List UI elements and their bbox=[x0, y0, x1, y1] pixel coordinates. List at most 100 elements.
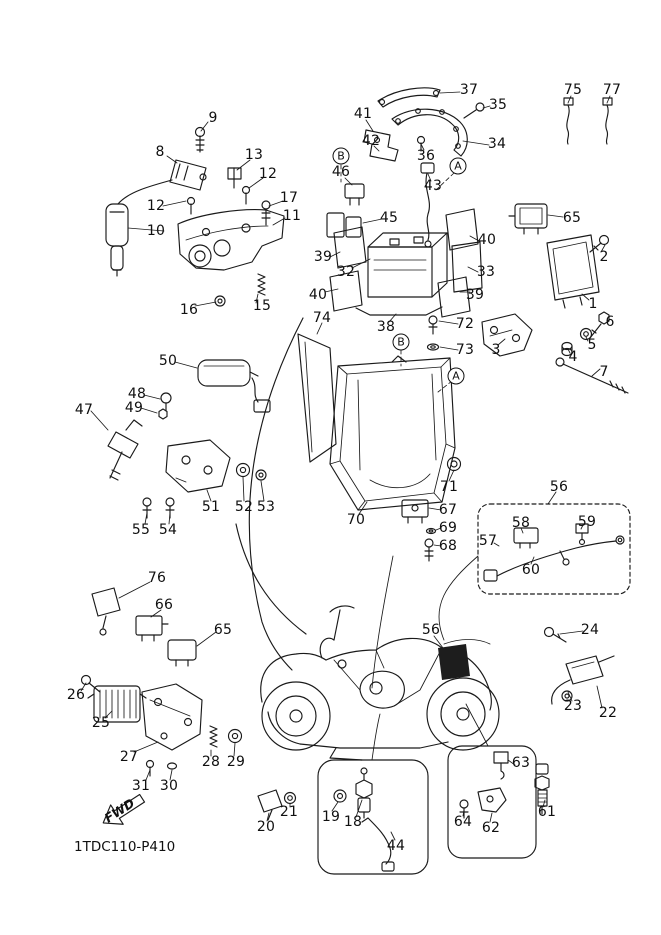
part-number-label: 66 bbox=[154, 597, 174, 613]
part-number-label: 61 bbox=[537, 804, 557, 820]
part-number-label: 48 bbox=[127, 386, 147, 402]
sensor-detail-box bbox=[447, 745, 550, 859]
part-number-label: 17 bbox=[279, 190, 299, 206]
leader-lines bbox=[80, 91, 611, 841]
part-number-label: 44 bbox=[386, 838, 406, 854]
part-number-label: 26 bbox=[66, 687, 86, 703]
part-number-label: 32 bbox=[336, 264, 356, 280]
part-number-label: 56 bbox=[421, 622, 441, 638]
part-number-label: 52 bbox=[234, 499, 254, 515]
wire-harness-detail-box bbox=[477, 503, 631, 595]
part-number-label: 46 bbox=[331, 164, 351, 180]
part-number-label: 2 bbox=[599, 249, 609, 265]
part-number-label: 16 bbox=[179, 302, 199, 318]
part-number-label: 20 bbox=[256, 819, 276, 835]
part-number-label: 25 bbox=[91, 715, 111, 731]
part-number-label: 74 bbox=[312, 310, 332, 326]
part-number-label: 10 bbox=[146, 223, 166, 239]
part-number-label: 22 bbox=[598, 705, 618, 721]
part-number-label: 29 bbox=[226, 754, 246, 770]
part-number-label: 57 bbox=[478, 533, 498, 549]
part-number-label: 43 bbox=[423, 178, 443, 194]
part-number-label: 47 bbox=[74, 402, 94, 418]
part-number-label: 72 bbox=[455, 316, 475, 332]
part-number-label: 12 bbox=[146, 198, 166, 214]
part-number-label: 35 bbox=[488, 97, 508, 113]
ref-marker-b: B bbox=[392, 333, 410, 351]
part-number-label: 60 bbox=[521, 562, 541, 578]
part-number-label: 39 bbox=[465, 287, 485, 303]
part-number-label: 36 bbox=[416, 148, 436, 164]
part-number-label: 56 bbox=[549, 479, 569, 495]
part-number-label: 37 bbox=[459, 82, 479, 98]
part-number-label: 40 bbox=[308, 287, 328, 303]
battery-assembly bbox=[326, 87, 485, 351]
part-number-label: 1 bbox=[588, 296, 598, 312]
part-number-label: 59 bbox=[577, 514, 597, 530]
cdi-and-fasteners bbox=[481, 97, 629, 394]
part-number-label: 4 bbox=[568, 349, 578, 365]
part-number-label: 24 bbox=[580, 622, 600, 638]
part-number-label: 5 bbox=[587, 337, 597, 353]
part-number-label: 39 bbox=[313, 249, 333, 265]
part-number-label: 70 bbox=[346, 512, 366, 528]
diagram-code: 1TDC110-P410 bbox=[74, 839, 176, 855]
part-number-label: 12 bbox=[258, 166, 278, 182]
part-number-label: 49 bbox=[124, 400, 144, 416]
part-number-label: 3 bbox=[491, 342, 501, 358]
part-number-label: 33 bbox=[476, 264, 496, 280]
part-number-label: 45 bbox=[379, 210, 399, 226]
part-number-label: 64 bbox=[453, 814, 473, 830]
part-number-label: 58 bbox=[511, 515, 531, 531]
part-number-label: 8 bbox=[155, 144, 165, 160]
leader-curves bbox=[235, 317, 489, 761]
part-number-label: 53 bbox=[256, 499, 276, 515]
part-number-label: 71 bbox=[439, 479, 459, 495]
part-number-label: 11 bbox=[282, 208, 302, 224]
part-number-label: 54 bbox=[158, 522, 178, 538]
fwd-arrow bbox=[102, 793, 146, 825]
part-number-label: 67 bbox=[438, 502, 458, 518]
part-number-label: 9 bbox=[208, 110, 218, 126]
part-number-label: 13 bbox=[244, 147, 264, 163]
part-number-label: 34 bbox=[487, 136, 507, 152]
part-number-label: 19 bbox=[321, 809, 341, 825]
part-number-label: 69 bbox=[438, 520, 458, 536]
part-number-label: 77 bbox=[602, 82, 622, 98]
part-number-label: 73 bbox=[455, 342, 475, 358]
part-number-label: 21 bbox=[279, 804, 299, 820]
part-number-label: 68 bbox=[438, 538, 458, 554]
rectifier-relay-group bbox=[80, 587, 243, 777]
part-number-label: 41 bbox=[353, 106, 373, 122]
atv-silhouette bbox=[260, 605, 615, 761]
part-number-label: 75 bbox=[563, 82, 583, 98]
part-number-label: 40 bbox=[477, 232, 497, 248]
ref-marker-a: A bbox=[449, 157, 467, 175]
part-number-label: 27 bbox=[119, 749, 139, 765]
part-number-label: 38 bbox=[376, 319, 396, 335]
part-number-label: 18 bbox=[343, 814, 363, 830]
part-number-label: 42 bbox=[361, 133, 381, 149]
part-number-label: 51 bbox=[201, 499, 221, 515]
ref-marker-a: A bbox=[447, 367, 465, 385]
part-number-label: 6 bbox=[605, 314, 615, 330]
switch-detail-box bbox=[257, 759, 429, 875]
part-number-label: 76 bbox=[147, 570, 167, 586]
ignition-coil-assembly bbox=[105, 126, 285, 307]
part-number-label: 23 bbox=[563, 698, 583, 714]
part-number-label: 30 bbox=[159, 778, 179, 794]
part-number-label: 55 bbox=[131, 522, 151, 538]
part-number-label: 7 bbox=[599, 364, 609, 380]
part-number-label: 31 bbox=[131, 778, 151, 794]
part-number-label: 15 bbox=[252, 298, 272, 314]
part-number-label: 62 bbox=[481, 820, 501, 836]
part-number-label: 50 bbox=[158, 353, 178, 369]
part-number-label: 65 bbox=[562, 210, 582, 226]
part-number-label: 28 bbox=[201, 754, 221, 770]
part-number-label: 63 bbox=[511, 755, 531, 771]
part-number-label: 65 bbox=[213, 622, 233, 638]
sensor-lever-assembly bbox=[107, 359, 271, 519]
ref-marker-b: B bbox=[332, 147, 350, 165]
